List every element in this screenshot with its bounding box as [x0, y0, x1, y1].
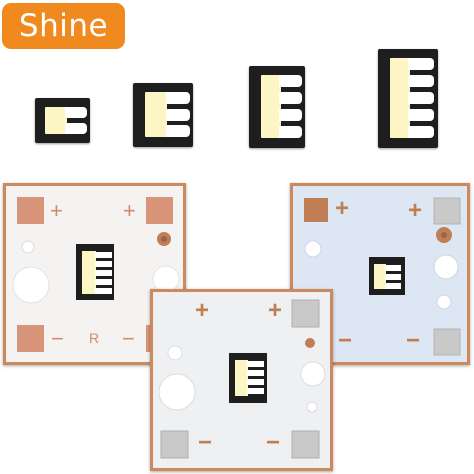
led-chip-3	[133, 83, 193, 147]
pcb-board-white-center: + + − −	[150, 289, 333, 471]
minus-mark: −	[406, 327, 421, 354]
plus-mark: +	[195, 297, 210, 324]
plus-mark: +	[50, 198, 63, 223]
minus-mark: −	[338, 327, 353, 354]
brand-badge: Shine	[2, 3, 125, 49]
pcb-board-white-left-art	[3, 183, 186, 365]
pcb-board-white-center-art	[150, 289, 333, 471]
brand-name: Shine	[18, 8, 109, 44]
minus-mark: −	[266, 429, 281, 456]
plus-mark: +	[123, 198, 136, 223]
minus-mark: −	[51, 326, 64, 351]
plus-mark: +	[408, 197, 423, 224]
minus-mark: −	[122, 326, 135, 351]
led-chip-2	[35, 98, 90, 143]
plus-mark: +	[268, 297, 283, 324]
silk-label: R	[89, 330, 100, 346]
led-chip-4	[249, 66, 305, 148]
plus-mark: +	[335, 195, 350, 222]
led-chip-5	[378, 49, 438, 148]
minus-mark: −	[198, 429, 213, 456]
pcb-board-white-left: + + − − R	[3, 183, 186, 365]
